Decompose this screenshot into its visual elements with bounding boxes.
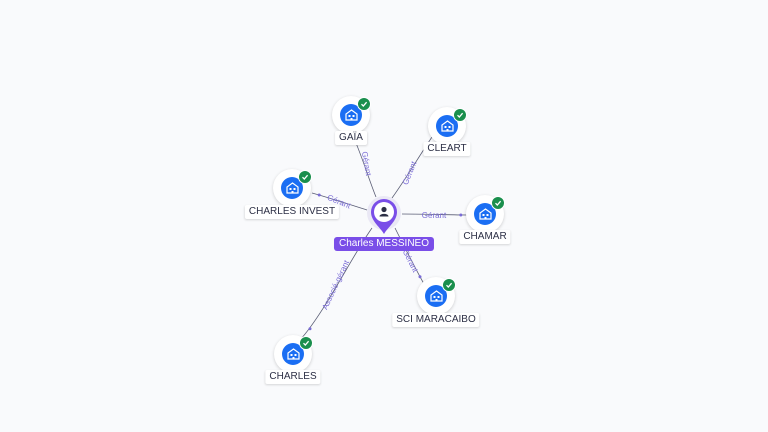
company-name[interactable]: CHAMAR <box>459 230 511 244</box>
center-person-name[interactable]: Charles MESSINEO <box>333 237 435 251</box>
edge-label: Gérant <box>422 211 447 220</box>
company-name[interactable]: CHARLES INVEST <box>244 205 340 219</box>
edge-2 <box>311 192 368 211</box>
building-icon <box>425 285 447 307</box>
company-node[interactable] <box>428 107 467 145</box>
company-node[interactable] <box>274 335 313 373</box>
company-node[interactable] <box>466 195 505 233</box>
edge-label: Gérant <box>360 151 373 177</box>
company-node[interactable] <box>273 169 312 207</box>
company-name[interactable]: SCI MARACAIBO <box>392 313 480 327</box>
edge-label: Associé-gérant <box>320 258 351 311</box>
check-icon <box>299 336 313 350</box>
edge-label: Gérant <box>401 248 420 275</box>
company-name[interactable]: CHARLES <box>265 370 321 384</box>
edge-arrow <box>317 193 321 197</box>
edge-arrow <box>459 213 463 217</box>
edge-arrow <box>418 275 422 279</box>
building-icon <box>474 203 496 225</box>
company-name[interactable]: CLEART <box>423 142 471 156</box>
company-node[interactable] <box>332 96 371 134</box>
building-icon <box>282 343 304 365</box>
building-icon <box>436 115 458 137</box>
edge-4 <box>394 227 425 285</box>
check-icon <box>298 170 312 184</box>
check-icon <box>357 97 371 111</box>
check-icon <box>442 278 456 292</box>
building-icon <box>340 104 362 126</box>
edge-3 <box>401 213 469 216</box>
building-icon <box>281 177 303 199</box>
check-icon <box>453 108 467 122</box>
edge-arrow <box>308 327 312 331</box>
check-icon <box>491 196 505 210</box>
center-person-pin[interactable] <box>366 194 402 236</box>
person-icon <box>379 206 389 217</box>
company-node[interactable] <box>417 277 456 315</box>
company-name[interactable]: GAÏA <box>335 131 367 145</box>
edge-label: Gérant <box>401 159 419 186</box>
